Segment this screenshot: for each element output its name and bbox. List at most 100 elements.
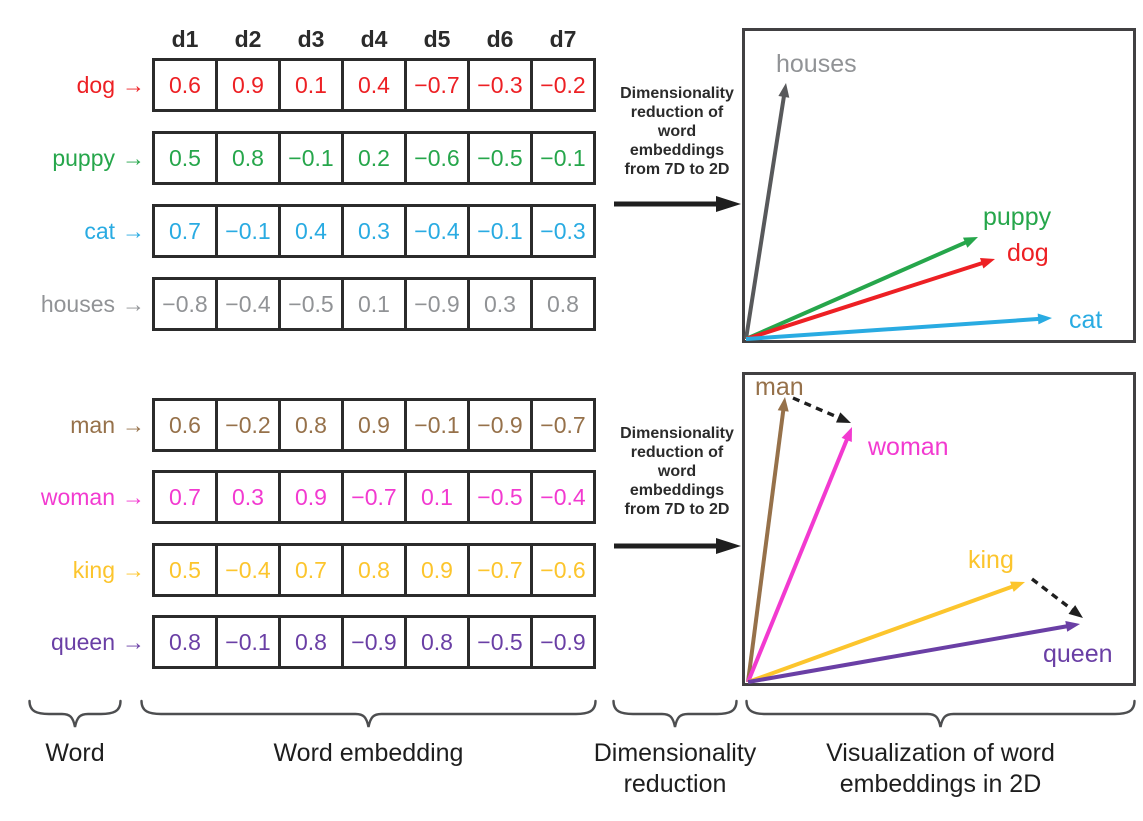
plot-2d-animals [742, 28, 1136, 343]
word-text: cat [84, 217, 115, 244]
dim-header-d6: d6 [486, 26, 514, 52]
embedding-cell-houses-d3: −0.5 [278, 277, 344, 331]
embedding-cell-man-d5: −0.1 [404, 398, 470, 452]
embedding-cell-king-d7: −0.6 [530, 543, 596, 597]
dim-header-d1: d1 [171, 26, 199, 52]
embedding-cell-dog-d4: 0.4 [341, 58, 407, 112]
embedding-cell-dog-d2: 0.9 [215, 58, 281, 112]
embedding-cell-puppy-d3: −0.1 [278, 131, 344, 185]
embedding-cell-man-d7: −0.7 [530, 398, 596, 452]
analogy-arrowhead [1068, 605, 1083, 618]
caption-2: Dimensionality reduction [593, 739, 757, 798]
houses-vector-arrowhead [778, 83, 790, 98]
puppy-vector-arrowhead [963, 237, 978, 248]
man-vector-arrowhead [777, 397, 789, 412]
dim-header-d2: d2 [234, 26, 262, 52]
reduction-arrow [614, 196, 741, 212]
embedding-cell-puppy-d1: 0.5 [152, 131, 218, 185]
word-label-woman: woman→ [0, 470, 145, 524]
embedding-cell-king-d5: 0.9 [404, 543, 470, 597]
caption-0: Word [45, 739, 105, 767]
embedding-cell-man-d6: −0.9 [467, 398, 533, 452]
word-text: dog [76, 71, 115, 98]
dim-header-d5: d5 [423, 26, 451, 52]
embedding-cell-woman-d5: 0.1 [404, 470, 470, 524]
embedding-cell-woman-d2: 0.3 [215, 470, 281, 524]
embedding-cell-cat-d7: −0.3 [530, 204, 596, 258]
embedding-cell-queen-d6: −0.5 [467, 615, 533, 669]
embedding-cell-woman-d7: −0.4 [530, 470, 596, 524]
embedding-cell-houses-d2: −0.4 [215, 277, 281, 331]
embedding-cell-king-d2: −0.4 [215, 543, 281, 597]
brace-3 [745, 699, 1136, 728]
word-label-puppy: puppy → [0, 131, 145, 185]
cat-vector-line [745, 316, 1042, 341]
dog-vector-line [745, 260, 986, 341]
brace-1 [140, 699, 597, 728]
word-text: queen [51, 628, 115, 655]
right-arrow-icon: → [122, 217, 145, 244]
embedding-cell-cat-d2: −0.1 [215, 204, 281, 258]
embedding-cell-puppy-d5: −0.6 [404, 131, 470, 185]
cat-vector-arrowhead [1037, 313, 1052, 325]
king-vector-arrowhead [1010, 581, 1025, 592]
king-vector-line [747, 583, 1016, 684]
houses-vector-line [744, 93, 787, 340]
word-label-cat: cat → [0, 204, 145, 258]
analogy-arrowhead [836, 412, 851, 423]
embedding-cell-man-d3: 0.8 [278, 398, 344, 452]
word-text: man [70, 411, 115, 438]
plot-frame [742, 372, 1136, 686]
embedding-cell-king-d3: 0.7 [278, 543, 344, 597]
word-text: king [72, 556, 115, 583]
caption-3: Visualization of word embeddings in 2D [826, 739, 1055, 798]
right-arrow-icon: → [122, 628, 145, 655]
embedding-cell-dog-d7: −0.2 [530, 58, 596, 112]
word-text: houses [40, 290, 115, 317]
reduction-arrowhead [716, 538, 741, 554]
embedding-cell-queen-d3: 0.8 [278, 615, 344, 669]
vector-label-man: man [755, 373, 804, 401]
dim-header-d3: d3 [297, 26, 325, 52]
puppy-vector-line [745, 239, 969, 341]
embedding-cell-king-d6: −0.7 [467, 543, 533, 597]
vector-label-queen: queen [1043, 640, 1113, 668]
embedding-cell-houses-d1: −0.8 [152, 277, 218, 331]
dim-header-d4: d4 [360, 26, 388, 52]
queen-vector-arrowhead [1065, 621, 1080, 632]
embedding-cell-cat-d6: −0.1 [467, 204, 533, 258]
embedding-cell-queen-d1: 0.8 [152, 615, 218, 669]
word-label-queen: queen → [0, 615, 145, 669]
reduction-arrow [614, 538, 741, 554]
embedding-cell-dog-d5: −0.7 [404, 58, 470, 112]
word-label-king: king → [0, 543, 145, 597]
vector-label-woman: woman [868, 433, 949, 461]
right-arrow-icon: → [122, 144, 145, 171]
word-label-houses: houses → [0, 277, 145, 331]
embedding-cell-queen-d7: −0.9 [530, 615, 596, 669]
right-arrow-icon: → [122, 290, 145, 317]
vector-label-dog: dog [1007, 239, 1049, 267]
embedding-cell-houses-d4: 0.1 [341, 277, 407, 331]
embedding-cell-cat-d4: 0.3 [341, 204, 407, 258]
right-arrow-icon: → [122, 483, 145, 510]
embedding-cell-puppy-d4: 0.2 [341, 131, 407, 185]
brace-path [612, 699, 738, 728]
brace-2 [612, 699, 738, 728]
dog-vector-arrowhead [980, 258, 995, 269]
vector-label-king: king [968, 546, 1014, 574]
brace-0 [28, 699, 122, 728]
embedding-cell-queen-d2: −0.1 [215, 615, 281, 669]
brace-path [745, 699, 1136, 728]
vector-label-puppy: puppy [983, 203, 1052, 231]
right-arrow-icon: → [122, 556, 145, 583]
vector-label-houses: houses [776, 50, 857, 78]
embedding-cell-puppy-d7: −0.1 [530, 131, 596, 185]
embedding-cell-king-d4: 0.8 [341, 543, 407, 597]
embedding-cell-puppy-d2: 0.8 [215, 131, 281, 185]
right-arrow-icon: → [122, 411, 145, 438]
word-label-dog: dog→ [0, 58, 145, 112]
man-vector-line [746, 407, 786, 683]
word-text: puppy [52, 144, 115, 171]
